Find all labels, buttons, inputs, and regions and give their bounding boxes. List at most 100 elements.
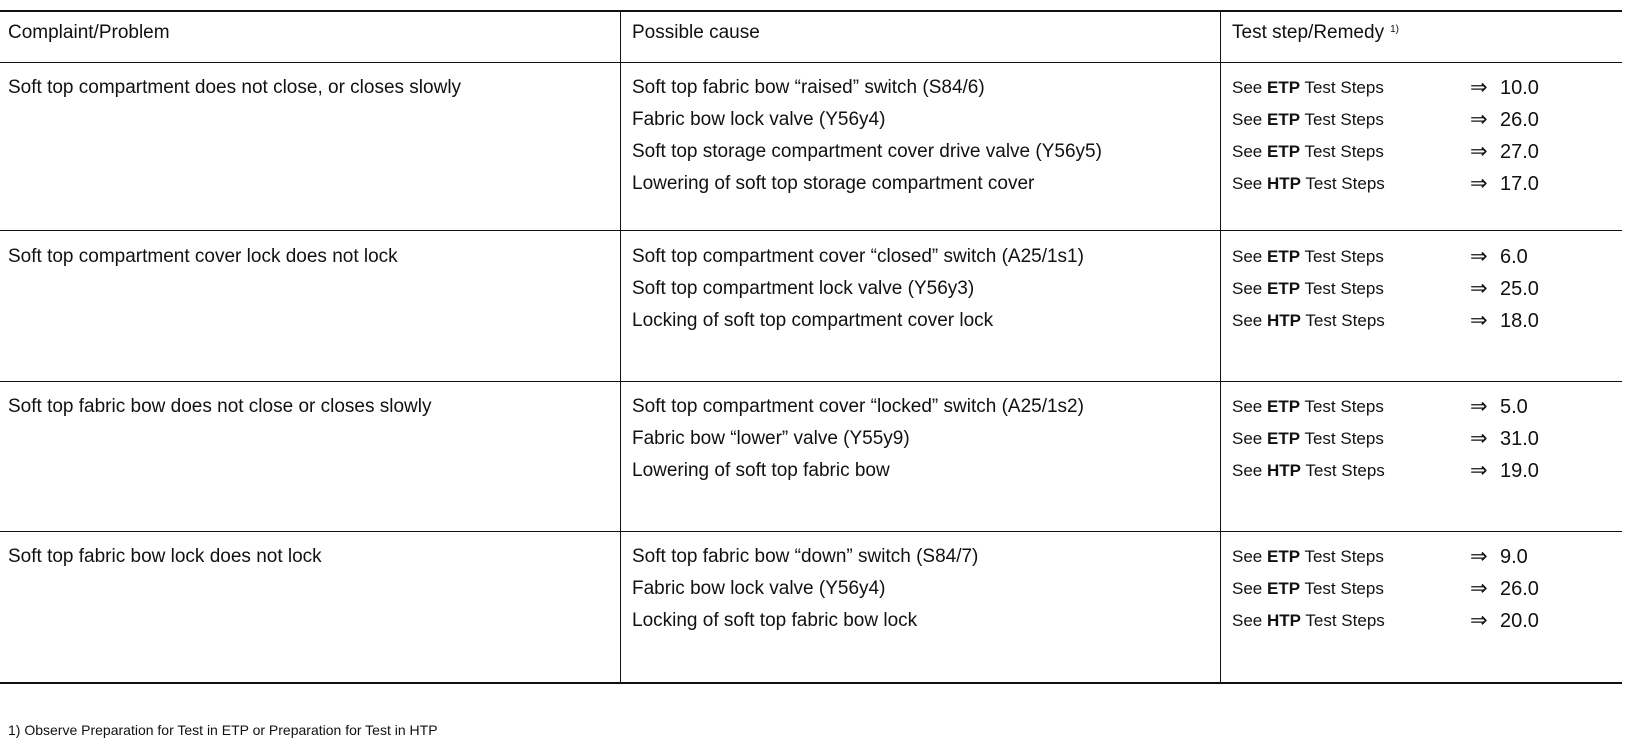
remedy-system: ETP [1266, 110, 1301, 129]
remedy-system: ETP [1266, 78, 1301, 97]
arrow-icon: ⇒ [1470, 609, 1488, 632]
remedy-see: See [1232, 142, 1267, 161]
row-divider [0, 381, 1622, 382]
remedy-see: See [1232, 547, 1267, 566]
cause-item: Soft top compartment cover “locked” swit… [632, 396, 1084, 417]
row-divider [0, 230, 1622, 231]
header-cause: Possible cause [632, 22, 760, 43]
remedy-reference: See HTP Test Steps [1232, 168, 1385, 200]
remedy-item: See ETP Test Steps ⇒ 9.0 [1232, 541, 1572, 573]
remedy-item: See ETP Test Steps ⇒ 25.0 [1232, 273, 1572, 305]
remedy-see: See [1232, 174, 1267, 193]
remedy-test-steps: Test Steps [1300, 142, 1384, 161]
remedy-step-number: 26.0 [1500, 578, 1539, 600]
cause-item: Fabric bow lock valve (Y56y4) [632, 578, 886, 599]
remedy-see: See [1232, 611, 1267, 630]
header-rule [0, 62, 1622, 63]
remedy-system: HTP [1266, 461, 1301, 480]
cause-item: Soft top compartment lock valve (Y56y3) [632, 278, 975, 299]
remedy-reference: See ETP Test Steps [1232, 273, 1384, 305]
remedy-step-number: 26.0 [1500, 109, 1539, 131]
remedy-system: ETP [1266, 397, 1301, 416]
remedy-reference: See HTP Test Steps [1232, 305, 1385, 337]
remedy-test-steps: Test Steps [1300, 78, 1384, 97]
cause-list: Soft top compartment cover “closed” swit… [632, 241, 1084, 337]
cause-list: Soft top compartment cover “locked” swit… [632, 391, 1084, 487]
remedy-system: ETP [1266, 279, 1301, 298]
remedy-see: See [1232, 110, 1267, 129]
remedy-item: See HTP Test Steps⇒20.0 [1232, 605, 1572, 637]
remedy-test-steps: Test Steps [1300, 397, 1384, 416]
remedy-system: ETP [1266, 579, 1301, 598]
arrow-icon: ⇒ [1470, 545, 1488, 568]
header-remedy-label: Test step/Remedy [1232, 22, 1385, 43]
cause-item: Soft top fabric bow “raised” switch (S84… [632, 77, 985, 98]
header-complaint: Complaint/Problem [8, 22, 170, 43]
table-top-rule [0, 10, 1622, 12]
remedy-system: HTP [1266, 311, 1301, 330]
remedy-system: ETP [1266, 429, 1301, 448]
cause-item: Fabric bow “lower” valve (Y55y9) [632, 428, 910, 449]
remedy-reference: See ETP Test Steps [1232, 391, 1384, 423]
column-divider [1220, 12, 1221, 682]
remedy-step-number: 5.0 [1500, 396, 1528, 418]
remedy-system: ETP [1266, 547, 1301, 566]
cause-item: Lowering of soft top storage compartment… [632, 173, 1035, 194]
arrow-icon: ⇒ [1470, 76, 1488, 99]
remedy-reference: See ETP Test Steps [1232, 541, 1384, 573]
arrow-icon: ⇒ [1470, 140, 1488, 163]
remedy-item: See ETP Test Steps ⇒ 27.0 [1232, 136, 1572, 168]
remedy-test-steps: Test Steps [1300, 110, 1384, 129]
remedy-system: HTP [1266, 611, 1301, 630]
table-bottom-rule [0, 682, 1622, 684]
complaint-cell: Soft top compartment does not close, or … [8, 77, 462, 98]
remedy-test-steps: Test Steps [1300, 547, 1384, 566]
remedy-item: See ETP Test Steps ⇒ 10.0 [1232, 72, 1572, 104]
remedy-reference: See ETP Test Steps [1232, 136, 1384, 168]
cause-item: Locking of soft top fabric bow lock [632, 610, 918, 631]
remedy-step-number: 25.0 [1500, 278, 1539, 300]
remedy-see: See [1232, 397, 1267, 416]
remedy-reference: See HTP Test Steps [1232, 605, 1385, 637]
arrow-icon: ⇒ [1470, 427, 1488, 450]
remedy-step-number: 6.0 [1500, 246, 1528, 268]
remedy-step-number: 27.0 [1500, 141, 1539, 163]
remedy-reference: See ETP Test Steps [1232, 241, 1384, 273]
arrow-icon: ⇒ [1470, 277, 1488, 300]
arrow-icon: ⇒ [1470, 395, 1488, 418]
cause-item: Soft top compartment cover “closed” swit… [632, 246, 1084, 267]
cause-list: Soft top fabric bow “down” switch (S84/7… [632, 541, 978, 637]
cause-item: Locking of soft top compartment cover lo… [632, 310, 994, 331]
remedy-step-number: 9.0 [1500, 546, 1528, 568]
remedy-reference: See ETP Test Steps [1232, 573, 1384, 605]
header-remedy: Test step/Remedy 1) [1232, 22, 1399, 44]
remedy-see: See [1232, 579, 1267, 598]
complaint-cell: Soft top fabric bow lock does not lock [8, 546, 322, 567]
cause-item: Soft top fabric bow “down” switch (S84/7… [632, 546, 979, 567]
complaint-cell: Soft top compartment cover lock does not… [8, 246, 398, 267]
remedy-test-steps: Test Steps [1300, 429, 1384, 448]
remedy-step-number: 31.0 [1500, 428, 1539, 450]
remedy-test-steps: Test Steps [1300, 174, 1385, 193]
remedy-item: See ETP Test Steps ⇒ 26.0 [1232, 573, 1572, 605]
footnote: 1) Observe Preparation for Test in ETP o… [8, 722, 438, 738]
cause-list: Soft top fabric bow “raised” switch (S84… [632, 72, 1102, 200]
remedy-step-number: 18.0 [1500, 310, 1539, 332]
remedy-item: See HTP Test Steps ⇒ 18.0 [1232, 305, 1572, 337]
remedy-reference: See ETP Test Steps [1232, 423, 1384, 455]
remedy-step-number: 10.0 [1500, 77, 1539, 99]
arrow-icon: ⇒ [1470, 309, 1488, 332]
footnote-marker: 1) [1390, 24, 1399, 35]
remedy-test-steps: Test Steps [1300, 461, 1385, 480]
cause-item: Fabric bow lock valve (Y56y4) [632, 109, 886, 130]
remedy-reference: See ETP Test Steps [1232, 104, 1384, 136]
remedy-item: See ETP Test Steps⇒6.0 [1232, 241, 1572, 273]
arrow-icon: ⇒ [1470, 577, 1488, 600]
remedy-see: See [1232, 429, 1267, 448]
remedy-reference: See ETP Test Steps [1232, 72, 1384, 104]
